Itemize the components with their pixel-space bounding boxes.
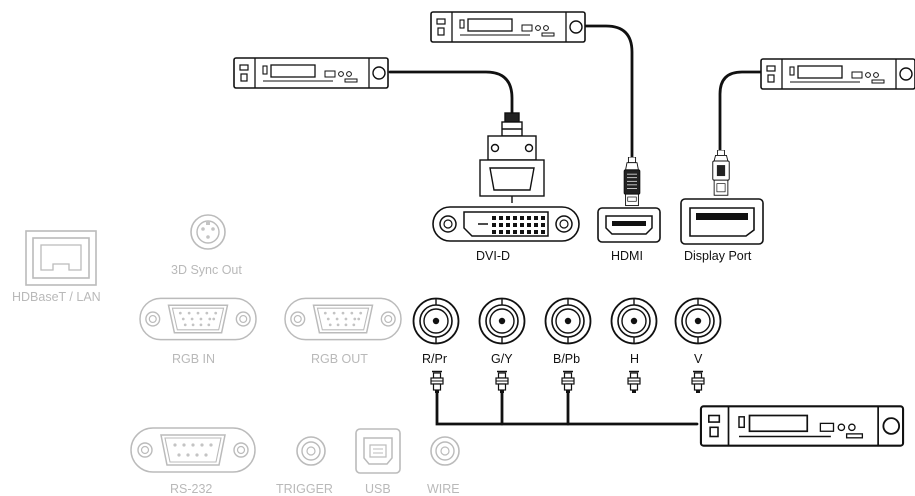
usb-label: USB xyxy=(365,482,391,496)
rgb-out-port-icon xyxy=(284,297,402,341)
dvi-cable xyxy=(388,70,514,115)
bnc-port-r-icon xyxy=(412,297,460,345)
hdmi-label: HDMI xyxy=(611,249,643,263)
trigger-jack-icon xyxy=(296,436,326,466)
bnc-port-h-icon xyxy=(610,297,658,345)
bnc-plug-h-icon xyxy=(627,370,641,394)
dvi-source-device-icon xyxy=(233,57,389,89)
mini-din-icon xyxy=(190,214,226,250)
displayport-connector-icon xyxy=(712,150,730,196)
displayport-cable xyxy=(718,70,762,157)
component-source-device-icon xyxy=(699,405,905,447)
rs-232-label: RS-232 xyxy=(170,482,213,496)
g-y-label: G/Y xyxy=(491,352,513,366)
rgb-in-port-icon xyxy=(139,297,257,341)
serial-port-icon xyxy=(130,427,256,473)
cables xyxy=(388,24,762,426)
b-pb-label: B/Pb xyxy=(553,352,581,366)
hdbaset-lan-label: HDBaseT / LAN xyxy=(12,290,101,304)
hdmi-cable xyxy=(584,24,634,165)
bnc-plug-b-icon xyxy=(561,370,575,394)
h-label: H xyxy=(630,352,640,366)
wire-jack-icon xyxy=(430,436,460,466)
dvi-port-icon xyxy=(432,206,580,242)
usb-port-icon xyxy=(355,428,401,474)
hdmi-connector-icon xyxy=(623,157,641,207)
trigger-label: TRIGGER xyxy=(276,482,333,496)
displayport-port-icon xyxy=(680,198,764,245)
component-cable-trunk xyxy=(435,390,699,426)
displayport-source-device-icon xyxy=(760,58,915,90)
rgb-in-label: RGB IN xyxy=(172,352,216,366)
bnc-port-g-icon xyxy=(478,297,526,345)
bnc-plug-v-icon xyxy=(691,370,705,394)
rgb-out-label: RGB OUT xyxy=(311,352,368,366)
v-label: V xyxy=(694,352,703,366)
rj45-port-icon xyxy=(25,230,97,286)
bnc-port-b-icon xyxy=(544,297,592,345)
dvi-connector-icon xyxy=(479,112,545,203)
display-port-label: Display Port xyxy=(684,249,752,263)
hdmi-port-icon xyxy=(597,207,661,243)
3d-sync-out-label: 3D Sync Out xyxy=(171,263,242,277)
bnc-port-v-icon xyxy=(674,297,722,345)
bnc-plug-r-icon xyxy=(430,370,444,394)
r-pr-label: R/Pr xyxy=(422,352,447,366)
dvi-d-label: DVI-D xyxy=(476,249,511,263)
wire-label: WIRE xyxy=(427,482,460,496)
bnc-plug-g-icon xyxy=(495,370,509,394)
hdmi-source-device-icon xyxy=(430,11,586,43)
